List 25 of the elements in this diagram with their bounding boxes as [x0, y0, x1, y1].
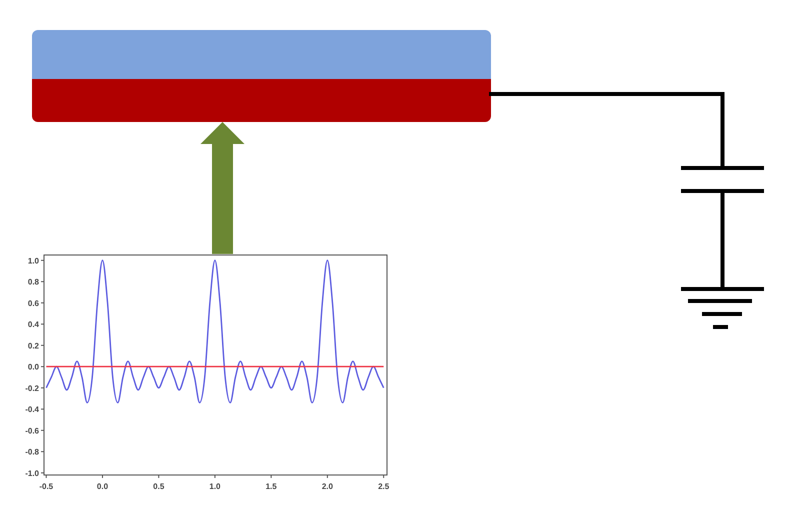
lower-slab-layer	[32, 79, 491, 122]
tick-label: 0.6	[28, 298, 39, 308]
tick-label: -1.0	[25, 468, 39, 478]
tick-label: 2.0	[322, 482, 333, 491]
tick-label: 0.8	[28, 278, 39, 287]
tick-label: -0.2	[25, 384, 39, 393]
tick-label: 0.5	[153, 482, 164, 491]
upper-slab-layer	[32, 30, 491, 79]
tick-label: -0.4	[25, 405, 39, 414]
tick-label: 0.0	[28, 362, 39, 372]
tick-label: 1.5	[266, 482, 277, 491]
ground-symbol	[681, 287, 764, 329]
tick-label: 0.4	[28, 320, 39, 330]
wire	[720, 191, 724, 289]
wire	[489, 92, 724, 168]
tick-label: 1.0	[209, 482, 220, 491]
tick-label: -0.8	[25, 448, 39, 457]
tick-label: 1.0	[28, 256, 39, 266]
tick-label: 0.0	[96, 482, 108, 491]
tick-label: 0.2	[28, 341, 39, 350]
tick-label: -0.5	[39, 482, 54, 491]
block-arrow	[200, 122, 245, 254]
tick-label: -0.6	[25, 426, 39, 436]
tick-label: 2.5	[378, 482, 390, 491]
capacitor-symbol	[681, 166, 764, 193]
